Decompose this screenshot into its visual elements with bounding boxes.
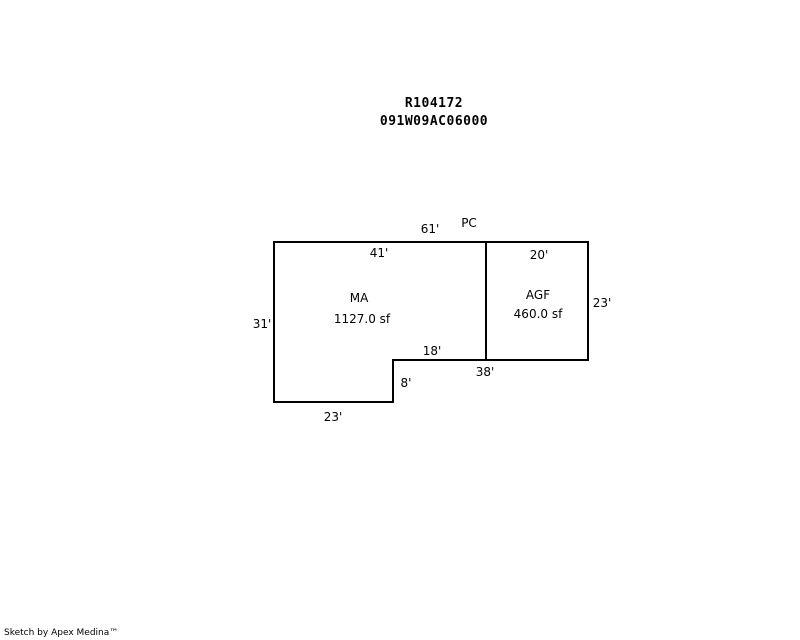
dim-overall-bottom: 38' <box>476 365 495 379</box>
sketch-credit: Sketch by Apex Medina™ <box>4 628 119 638</box>
dim-ma-left: 31' <box>253 317 272 331</box>
dim-ma-bottom: 23' <box>324 410 343 424</box>
agf-area-label: 460.0 sf <box>514 307 563 321</box>
agf-code-label: AGF <box>526 288 550 302</box>
dim-ma-step-horizontal: 18' <box>423 344 442 358</box>
pc-label: PC <box>461 216 477 230</box>
dim-ma-step-vertical: 8' <box>401 376 412 390</box>
parcel-id: R104172 <box>404 96 464 111</box>
ma-area-label: 1127.0 sf <box>334 312 391 326</box>
ma-code-label: MA <box>350 291 369 305</box>
agf-outline <box>485 241 589 361</box>
dim-agf-top: 20' <box>530 248 549 262</box>
dim-overall-top: 61' <box>421 222 440 236</box>
dim-agf-right: 23' <box>593 296 612 310</box>
dim-ma-top: 41' <box>370 246 389 260</box>
map-number: 091W09AC06000 <box>379 114 489 129</box>
